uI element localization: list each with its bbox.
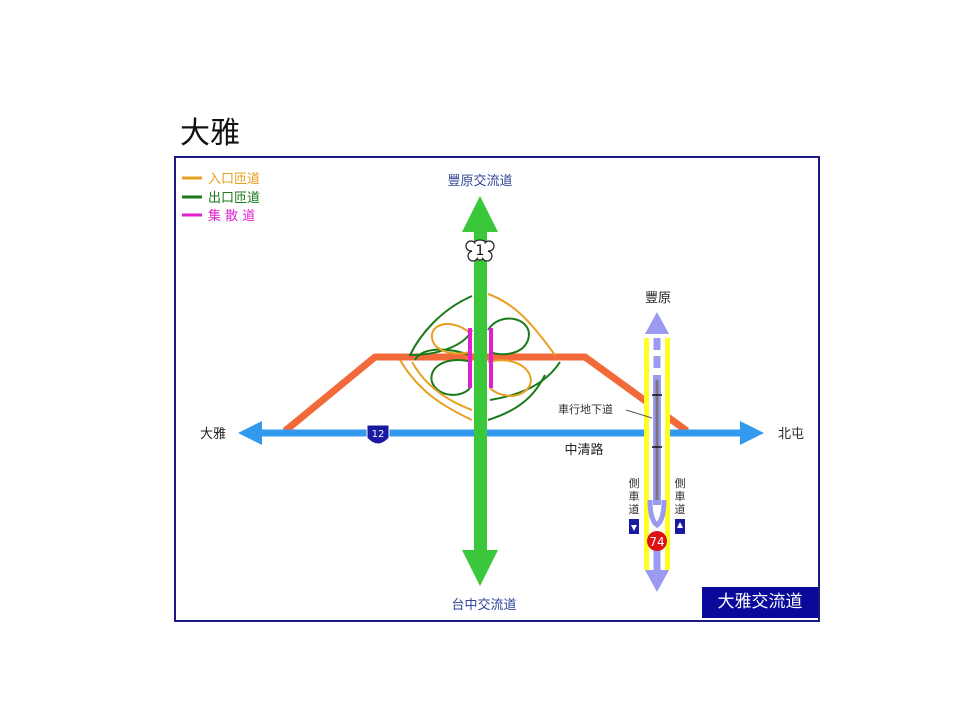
- freeway-shield: 1: [465, 239, 495, 262]
- legend: 入口匝道 出口匝道 集 散 道: [182, 172, 260, 224]
- destination-fengyuan: 豐原: [645, 291, 671, 306]
- side-road-right-char-2: 車: [675, 489, 686, 503]
- exit-loop-sw: [430, 359, 473, 396]
- expressway-74: 74: [644, 312, 670, 592]
- side-road-left-char-2: 車: [629, 489, 640, 503]
- freeway-arrow-south: [462, 550, 498, 586]
- exit-ramps: [408, 295, 561, 421]
- exit-ramp-se2: [487, 374, 546, 421]
- expressway-arrow-south: [645, 570, 669, 592]
- road-name-zhongqing: 中清路: [564, 442, 603, 458]
- side-road-left-char-3: 道: [629, 502, 640, 516]
- provincial-shield-number: 12: [372, 429, 385, 440]
- up-arrow-icon: [677, 522, 683, 528]
- exit-ramp-se: [489, 361, 561, 401]
- exit-ramp-nw: [408, 295, 473, 357]
- provincial-shield: 12: [366, 424, 390, 445]
- expressway-shield: [647, 531, 667, 551]
- freeway-shield-number: 1: [476, 243, 485, 259]
- underpass-label: 車行地下道: [558, 402, 613, 416]
- side-road-left: 側 車 道: [629, 477, 640, 534]
- down-arrow-icon: [631, 525, 637, 531]
- entrance-loop-nw: [430, 322, 473, 355]
- destination-north: 豐原交流道: [447, 173, 512, 189]
- underpass-pointer: [625, 409, 653, 419]
- diagram-frame: [174, 156, 820, 622]
- expressway-shield-number: 74: [649, 535, 664, 549]
- interchange-name-badge: 大雅交流道: [702, 587, 818, 618]
- expressway-fork: [647, 499, 667, 529]
- legend-exit-ramp: 出口匝道: [208, 191, 260, 206]
- page-title: 大雅: [180, 116, 240, 151]
- destination-west: 大雅: [200, 427, 226, 442]
- road-arrow-east: [740, 421, 764, 445]
- road-arrow-west: [238, 421, 262, 445]
- entrance-ramp-sw2: [411, 361, 473, 411]
- entrance-ramps: [399, 293, 556, 421]
- entrance-loop-se: [487, 359, 532, 397]
- destination-south: 台中交流道: [451, 597, 516, 613]
- side-road-right: 側 車 道: [675, 477, 686, 534]
- side-road-right-char-3: 道: [675, 502, 686, 516]
- freeway-no1: [474, 228, 487, 554]
- legend-collector-road: 集 散 道: [208, 208, 255, 224]
- expressway-arrow-north: [645, 312, 669, 334]
- legend-entrance-ramp: 入口匝道: [208, 172, 260, 187]
- entrance-ramp-ne: [487, 293, 556, 356]
- freeway-arrow-north: [462, 196, 498, 232]
- exit-loop-ne: [487, 317, 530, 356]
- side-road-right-char-1: 側: [675, 477, 686, 490]
- side-road-left-char-1: 側: [629, 477, 640, 490]
- destination-east: 北屯: [778, 427, 804, 442]
- entrance-ramp-sw: [399, 359, 473, 421]
